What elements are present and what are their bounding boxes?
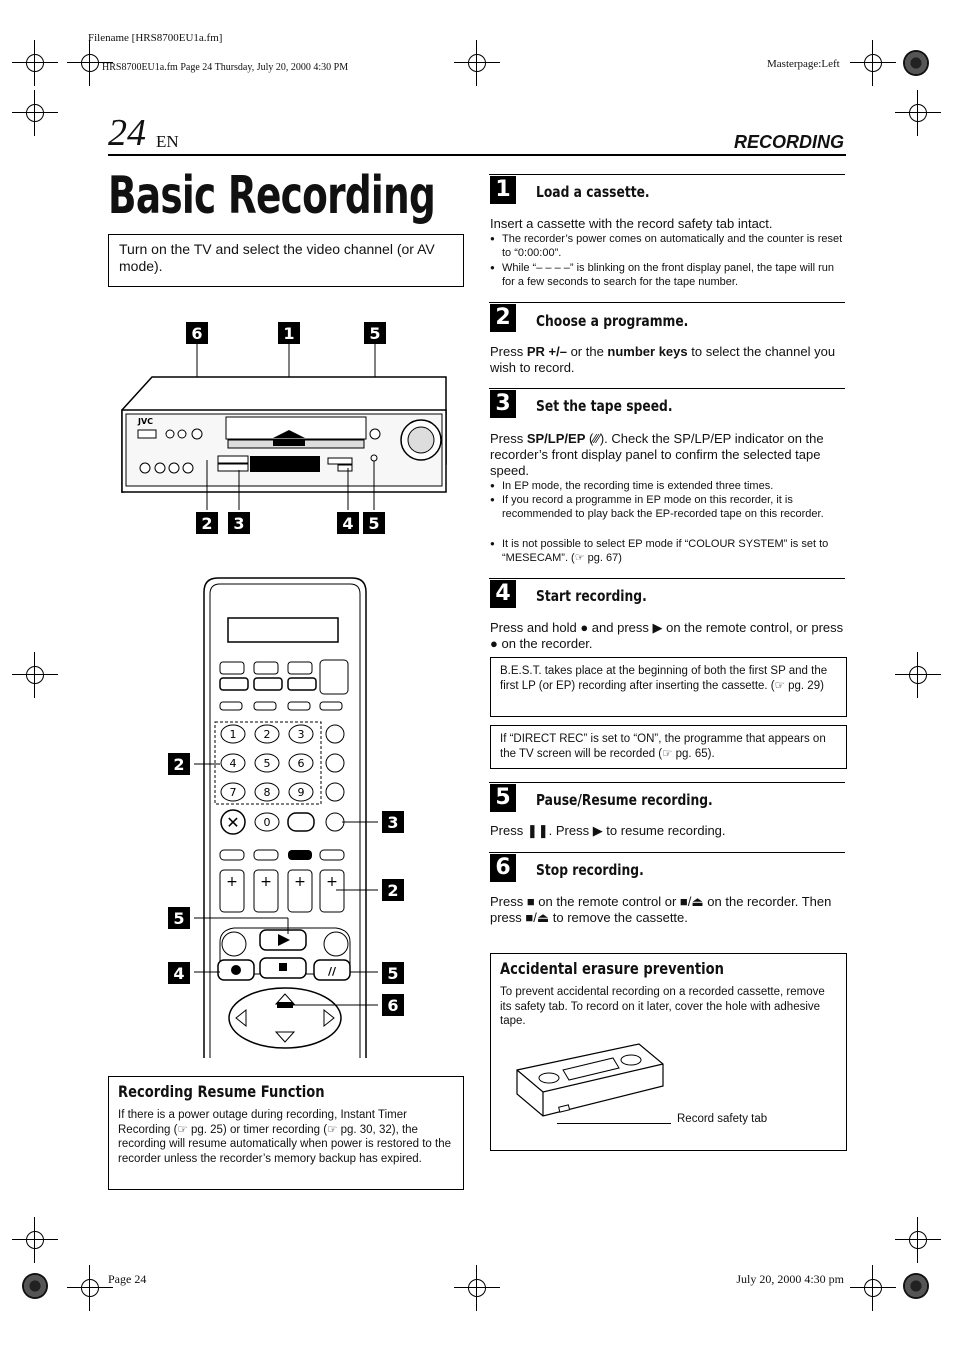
step-1-bullet-1: The recorder’s power comes on automatica… (490, 232, 844, 260)
footer-page: Page 24 (108, 1272, 147, 1286)
remote-callout-4-left: 4 (173, 964, 184, 983)
step-1-number: 1 (490, 176, 516, 204)
remote-key-9: 9 (298, 786, 305, 799)
registration-mark-tl (12, 40, 58, 86)
remote-number-keys: 1 2 3 4 5 6 7 8 9 0 (220, 724, 314, 832)
step-5-number: 5 (490, 784, 516, 812)
step-6-number: 6 (490, 854, 516, 882)
svg-text:+: + (294, 874, 306, 890)
registration-mark-l2 (12, 1217, 58, 1263)
registration-mark-r1 (895, 90, 941, 136)
step-1-bullet-2: While “– – – –” is blinking on the front… (490, 261, 844, 289)
step-4-title: Start recording. (536, 587, 647, 605)
page-number: 24 (108, 112, 146, 154)
footer-date: July 20, 2000 4:30 pm (736, 1272, 844, 1286)
step-4-note-best: B.E.S.T. takes place at the beginning of… (490, 657, 847, 717)
erasure-box: Accidental erasure prevention To prevent… (490, 953, 847, 1151)
step-1-title: Load a cassette. (536, 183, 650, 201)
vcr-callout-5-bottom: 5 (368, 514, 379, 533)
resume-body: If there is a power outage during record… (118, 1109, 452, 1165)
erasure-body: To prevent accidental recording on a rec… (500, 986, 825, 1027)
remote-callout-2-right: 2 (387, 881, 398, 900)
remote-key-5: 5 (264, 757, 271, 770)
step-5-title: Pause/Resume recording. (536, 791, 713, 809)
step-3-bullet-2: If you record a programme in EP mode on … (490, 493, 844, 521)
step-4-number: 4 (490, 580, 516, 608)
page-lang: EN (156, 132, 179, 151)
header-page-info: HRS8700EU1a.fm Page 24 Thursday, July 20… (102, 62, 349, 73)
registration-mark-r2 (895, 1217, 941, 1263)
page-title: Basic Recording (108, 166, 436, 226)
remote-callout-3-right: 3 (387, 813, 398, 832)
erasure-title: Accidental erasure prevention (500, 959, 725, 978)
step-4-body: Press and hold ● and press ▶ on the remo… (490, 620, 844, 651)
cassette-illustration (516, 1043, 664, 1117)
step-3-title: Set the tape speed. (536, 397, 673, 415)
vcr-brand: JVC (137, 417, 153, 426)
step-6-title: Stop recording. (536, 861, 644, 879)
step-3-bullet-3: It is not possible to select EP mode if … (490, 537, 844, 565)
record-safety-tab-label: Record safety tab (677, 1113, 768, 1125)
resume-box: Recording Resume Function If there is a … (108, 1076, 464, 1190)
remote-key-6: 6 (298, 757, 305, 770)
step-3-bullet-1: In EP mode, the recording time is extend… (490, 479, 844, 493)
remote-key-1: 1 (230, 728, 237, 741)
registration-mark-bc (454, 1265, 500, 1311)
header-filename: Filename [HRS8700EU1a.fm] (88, 32, 223, 44)
remote-callout-5-left: 5 (173, 909, 184, 928)
vcr-callout-1: 1 (283, 324, 294, 343)
vcr-callout-3: 3 (233, 514, 244, 533)
intro-text: Turn on the TV and select the video chan… (119, 241, 435, 274)
vcr-callout-5-top: 5 (369, 324, 380, 343)
vcr-callout-2: 2 (201, 514, 212, 533)
step-6-body: Press ■ on the remote control or ■/⏏ on … (490, 894, 832, 925)
svg-text:+: + (260, 874, 272, 890)
remote-callout-5-right: 5 (387, 964, 398, 983)
vcr-bottom-callouts: 2 3 4 5 (196, 512, 385, 534)
remote-callout-6-right: 6 (387, 996, 398, 1015)
header-rule (108, 154, 846, 156)
svg-text:✕: ✕ (226, 813, 239, 832)
step-3-number: 3 (490, 390, 516, 418)
vcr-top-callouts: 6 1 5 (186, 322, 386, 344)
remote-key-8: 8 (264, 786, 271, 799)
remote-callout-2-left: 2 (173, 755, 184, 774)
registration-mark-tc (454, 40, 500, 86)
registration-ball-br (903, 1273, 929, 1299)
section-title: RECORDING (733, 132, 844, 152)
intro-box: Turn on the TV and select the video chan… (108, 234, 464, 287)
registration-ball-tr (903, 50, 929, 76)
step-2-title: Choose a programme. (536, 312, 689, 330)
registration-mark-tr (850, 40, 896, 86)
svg-text:+: + (326, 874, 338, 890)
svg-text:+: + (226, 874, 238, 890)
resume-title: Recording Resume Function (118, 1082, 325, 1101)
registration-mark-lmid (12, 652, 58, 698)
step-5-body: Press ❚❚. Press ▶ to resume recording. (490, 823, 726, 838)
step-2-body: Press PR +/– or the number keys to selec… (490, 344, 836, 375)
remote-key-2: 2 (264, 728, 271, 741)
registration-ball-bl (22, 1273, 48, 1299)
remote-key-4: 4 (230, 757, 237, 770)
registration-mark-rmid (895, 652, 941, 698)
remote-illustration: 1 2 3 4 5 6 7 8 9 0 ✕ + + + + (168, 577, 404, 1058)
step-4-note-direct-rec: If “DIRECT REC” is set to “ON”, the prog… (490, 725, 847, 769)
registration-mark-tl2 (67, 40, 113, 86)
remote-key-3: 3 (298, 728, 305, 741)
step-3-body: Press SP/LP/EP (⁄⁄⁄). Check the SP/LP/EP… (490, 431, 824, 478)
vcr-illustration: 6 1 5 JVC 2 3 4 5 (121, 322, 447, 534)
remote-key-0: 0 (264, 816, 271, 829)
step-1-body: Insert a cassette with the record safety… (490, 216, 773, 231)
vcr-callout-6: 6 (191, 324, 202, 343)
registration-mark-l1 (12, 90, 58, 136)
vcr-callout-4: 4 (342, 514, 353, 533)
step-2-number: 2 (490, 304, 516, 332)
header-masterpage: Masterpage:Left (767, 58, 840, 70)
registration-mark-bl2 (67, 1265, 113, 1311)
registration-mark-br (850, 1265, 896, 1311)
svg-text://: // (328, 965, 337, 978)
remote-key-7: 7 (230, 786, 237, 799)
